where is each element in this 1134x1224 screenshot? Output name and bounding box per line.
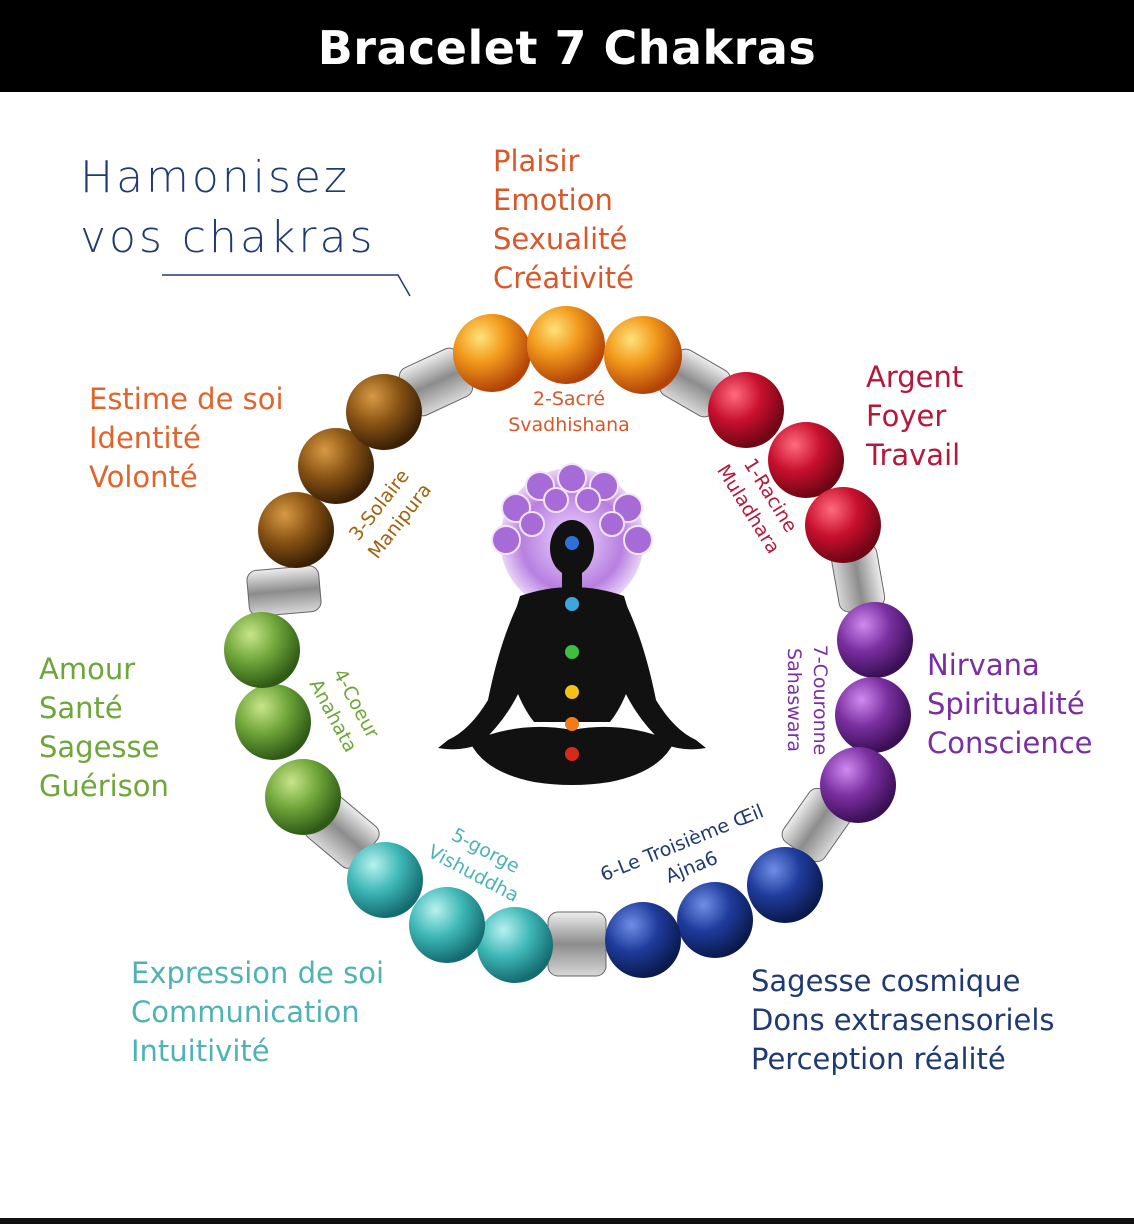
bead-gorge: [477, 907, 553, 983]
block-coeur-line: Santé: [39, 691, 123, 725]
bead-racine: [768, 422, 844, 498]
bead-couronne: [837, 602, 913, 678]
block-racine-line: Foyer: [866, 399, 947, 433]
bead-gorge: [347, 842, 423, 918]
chakra-point-icon: [565, 536, 579, 550]
block-racine-line: Travail: [866, 438, 961, 472]
block-sacre: Plaisir Emotion Sexualité Créativité: [493, 142, 634, 298]
block-coeur-line: Amour: [39, 652, 136, 686]
block-troisieme-oeil: Sagesse cosmique Dons extrasensoriels Pe…: [751, 962, 1055, 1079]
bead-couronne: [820, 747, 896, 823]
bead-bracelet-illustration: 2-Sacré Svadhishana 1-Racine Muladhara 3…: [162, 274, 913, 983]
block-solaire-line: Estime de soi: [89, 382, 284, 416]
ring-label-sacre: 2-Sacré Svadhishana: [508, 388, 630, 436]
bead-solaire: [258, 492, 334, 568]
ring-label-couronne-name: Sahaswara: [783, 648, 805, 752]
block-sacre-line: Emotion: [493, 183, 613, 217]
block-coeur-line: Sagesse: [39, 730, 160, 764]
silver-spacer: [246, 565, 322, 617]
chakra-point-icon: [565, 685, 579, 699]
block-sacre-line: Créativité: [493, 261, 635, 295]
bead-sacre: [453, 314, 531, 392]
chakra-point-icon: [565, 747, 579, 761]
block-gorge: Expression de soi Communication Intuitiv…: [131, 954, 384, 1071]
bead-solaire: [298, 428, 374, 504]
block-troisieme-oeil-line: Dons extrasensoriels: [751, 1003, 1055, 1037]
bead-sacre: [604, 316, 682, 394]
bead-troisieme-oeil: [605, 902, 681, 978]
block-couronne-line: Spiritualité: [927, 687, 1085, 721]
block-coeur-line: Guérison: [39, 769, 169, 803]
block-couronne-line: Conscience: [927, 726, 1093, 760]
block-couronne: Nirvana Spiritualité Conscience: [927, 646, 1093, 763]
chakra-point-icon: [565, 717, 579, 731]
ring-label-coeur: 4-Coeur Anahata: [305, 665, 384, 756]
headline-line-1: Hamonisez: [80, 152, 351, 203]
headline-line-2: vos chakras: [80, 212, 376, 263]
ring-label-sacre-number: 2-Sacré: [533, 388, 605, 410]
bead-troisieme-oeil: [677, 882, 753, 958]
block-couronne-line: Nirvana: [927, 648, 1040, 682]
headline: Hamonisez vos chakras: [80, 148, 375, 268]
silver-spacer: [547, 911, 607, 977]
bead-couronne: [835, 677, 911, 753]
chakra-point-icon: [565, 645, 579, 659]
block-solaire-line: Identité: [89, 421, 201, 455]
block-gorge-line: Expression de soi: [131, 956, 385, 990]
block-troisieme-oeil-line: Perception réalité: [751, 1042, 1006, 1076]
header-bar: Bracelet 7 Chakras: [0, 0, 1134, 92]
bead-troisieme-oeil: [747, 847, 823, 923]
ring-label-couronne: 7-Couronne Sahaswara: [783, 645, 831, 756]
bead-sacre: [527, 306, 605, 384]
block-coeur: Amour Santé Sagesse Guérison: [39, 650, 169, 806]
block-sacre-line: Sexualité: [493, 222, 628, 256]
block-gorge-line: Communication: [131, 995, 360, 1029]
headline-underline: [162, 274, 411, 297]
block-racine: Argent Foyer Travail: [866, 358, 963, 475]
bead-coeur: [235, 684, 311, 760]
bead-racine: [805, 487, 881, 563]
bead-solaire: [346, 374, 422, 450]
page-title: Bracelet 7 Chakras: [317, 21, 817, 75]
block-gorge-line: Intuitivité: [131, 1034, 270, 1068]
block-racine-line: Argent: [866, 360, 964, 394]
bead-coeur: [265, 759, 341, 835]
block-troisieme-oeil-line: Sagesse cosmique: [751, 964, 1021, 998]
block-solaire-line: Volonté: [89, 460, 198, 494]
ring-label-couronne-number: 7-Couronne: [809, 645, 831, 756]
crown-lotus-icon: [491, 463, 653, 612]
bead-racine: [708, 372, 784, 448]
bead-gorge: [409, 887, 485, 963]
chakra-point-icon: [565, 597, 579, 611]
bottom-border: [0, 1218, 1134, 1224]
ring-label-sacre-name: Svadhishana: [508, 414, 630, 436]
block-sacre-line: Plaisir: [493, 144, 580, 178]
block-solaire: Estime de soi Identité Volonté: [89, 380, 284, 497]
bead-coeur: [224, 612, 300, 688]
